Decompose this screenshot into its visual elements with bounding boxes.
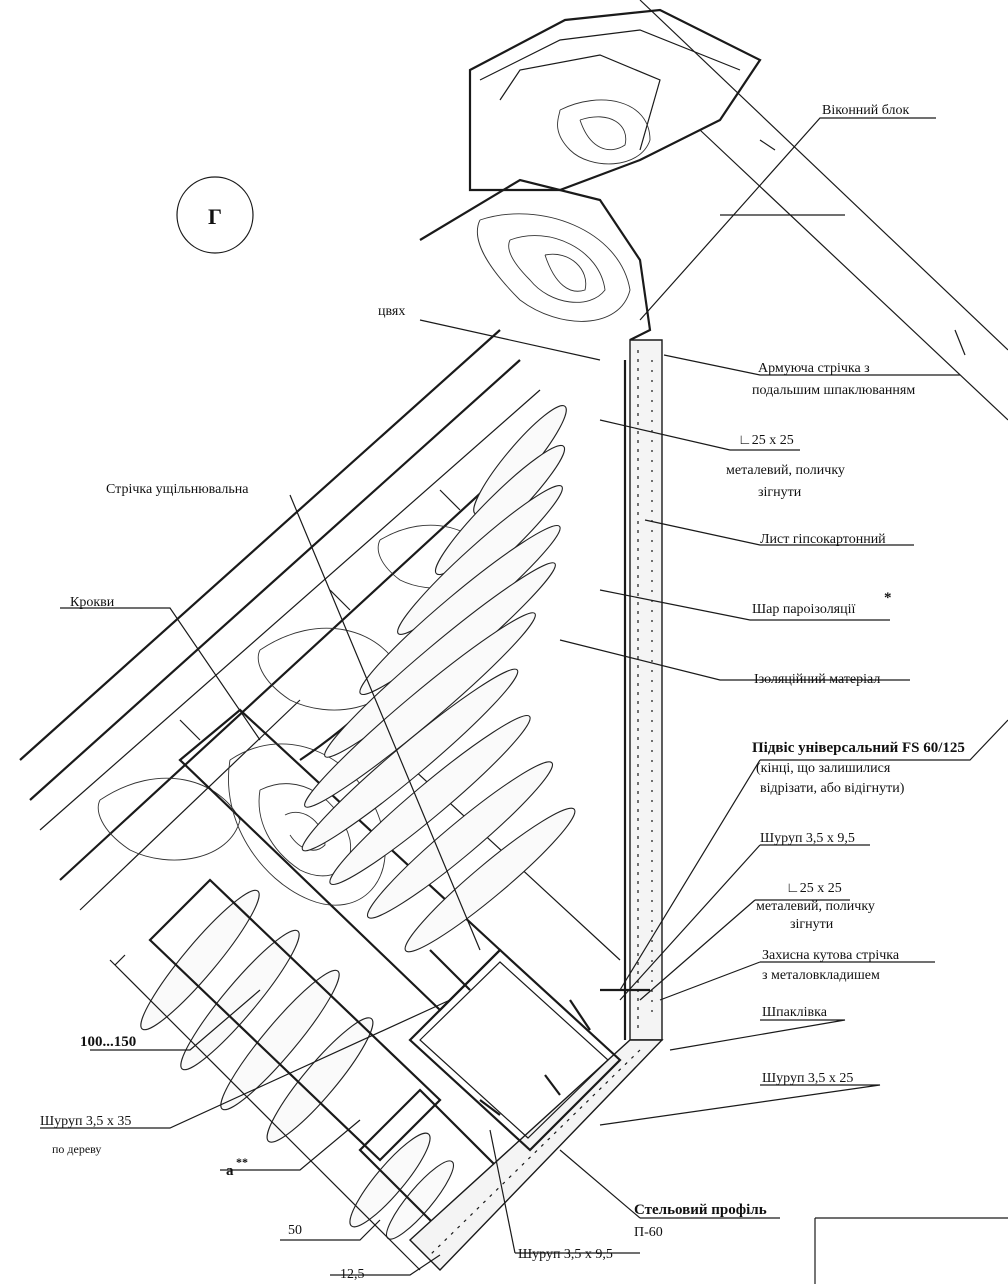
- label-angle-bot-3: зігнути: [790, 917, 834, 932]
- label-screw-35-2: по дереву: [52, 1142, 101, 1156]
- labels: Віконний блок цвях Армуюча стрічка з под…: [40, 103, 965, 1262]
- label-screw-95-top: Шуруп 3,5 х 9,5: [760, 831, 855, 846]
- ceiling-profile: [408, 948, 622, 1152]
- section-mark: Г: [176, 176, 254, 254]
- label-reinforcing-tape-2: подальшим шпаклюванням: [752, 383, 915, 398]
- dim-a-mark: **: [236, 1155, 248, 1169]
- insulation-roll: [329, 714, 531, 886]
- ceiling-board: [408, 1039, 664, 1271]
- insulation-roll: [220, 969, 340, 1111]
- roof-rafters: [19, 329, 561, 911]
- label-reinforcing-tape-1: Армуюча стрічка з: [758, 361, 870, 376]
- label-screw-25: Шуруп 3,5 х 25: [762, 1071, 853, 1086]
- window-block: [419, 0, 1008, 421]
- label-angle-top-2: металевий, поличку: [726, 463, 845, 478]
- insulation-roll: [366, 761, 554, 919]
- dim-100-150: 100...150: [80, 1034, 136, 1050]
- screws: [429, 949, 650, 1116]
- dim-50: 50: [288, 1223, 302, 1238]
- insulation-roll: [266, 1017, 374, 1143]
- label-hanger-1: Підвіс універсальний FS 60/125: [752, 740, 965, 756]
- label-gypsum-sheet: Лист гіпсокартонний: [760, 532, 886, 547]
- label-rafters: Крокви: [70, 595, 115, 610]
- label-angle-bot-2: металевий, поличку: [756, 899, 875, 914]
- label-ceiling-profile-1: Стельовий профіль: [634, 1202, 767, 1218]
- dim-12-5: 12,5: [340, 1267, 365, 1282]
- label-sealing-tape: Стрічка ущільнювальна: [106, 482, 249, 497]
- label-nail: цвях: [378, 304, 405, 319]
- gypsum-board: [623, 339, 663, 1041]
- dim-a: a: [226, 1163, 234, 1179]
- dimension-labels: 100...150 a ** 50 12,5: [80, 1034, 365, 1282]
- label-angle-top-1: ∟25 х 25: [738, 433, 794, 448]
- insulation-roll: [301, 668, 519, 852]
- leader-lines: [40, 117, 1008, 1254]
- label-window-block: Віконний блок: [822, 103, 910, 118]
- label-ceiling-profile-2: П-60: [634, 1225, 663, 1240]
- label-putty: Шпаклівка: [762, 1005, 828, 1020]
- dimension-lines: [90, 954, 1008, 1284]
- label-screw-95-bot: Шуруп 3,5 х 9,5: [518, 1247, 613, 1262]
- label-angle-bot-1: ∟25 х 25: [786, 881, 842, 896]
- label-screw-35-1: Шуруп 3,5 х 35: [40, 1114, 131, 1129]
- insulation-rolls: [140, 405, 576, 1240]
- section-mark-letter: Г: [208, 204, 222, 229]
- insulation-area: [140, 405, 621, 1240]
- insulation-roll: [180, 929, 300, 1071]
- section-mark-circle: [176, 176, 254, 254]
- insulation-roll: [140, 889, 260, 1031]
- label-vapor-mark: *: [884, 590, 892, 606]
- label-hanger-3: відрізати, або відігнути): [760, 781, 905, 796]
- label-corner-tape-1: Захисна кутова стрічка: [762, 948, 900, 963]
- label-hanger-2: (кінці, що залишилися: [756, 761, 891, 776]
- insulation-roll: [404, 807, 576, 953]
- label-insulation: Ізоляційний матеріал: [754, 672, 880, 687]
- label-angle-top-3: зігнути: [758, 485, 802, 500]
- label-corner-tape-2: з металовкладишем: [762, 968, 880, 983]
- label-vapor-layer: Шар пароізоляції: [752, 602, 856, 617]
